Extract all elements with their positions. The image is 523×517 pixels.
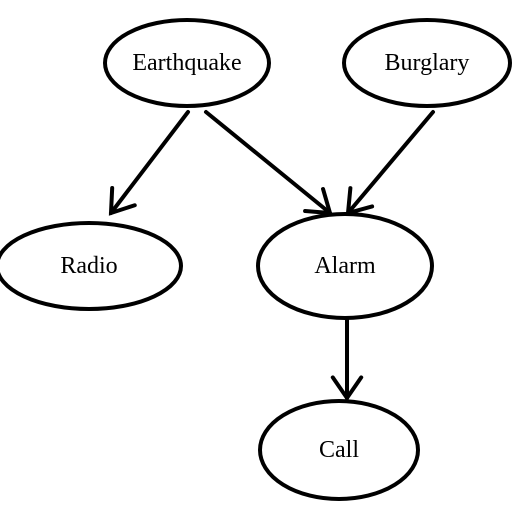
arrowhead-icon xyxy=(330,375,364,402)
edge-alarm-to-call xyxy=(330,316,364,402)
node-ellipse xyxy=(258,399,420,501)
node-alarm: Alarm xyxy=(256,212,434,320)
edge-earthquake-to-alarm xyxy=(204,110,333,216)
node-ellipse xyxy=(256,212,434,320)
node-radio: Radio xyxy=(0,221,183,311)
node-earthquake: Earthquake xyxy=(103,18,271,108)
node-label: Earthquake xyxy=(132,50,241,76)
edge-line xyxy=(109,110,190,215)
node-ellipse xyxy=(0,221,183,311)
node-label: Call xyxy=(319,437,359,463)
node-ellipse xyxy=(342,18,512,108)
node-burglary: Burglary xyxy=(342,18,512,108)
edge-earthquake-to-radio xyxy=(108,110,190,216)
node-call: Call xyxy=(258,399,420,501)
node-label: Burglary xyxy=(385,50,470,76)
node-label: Alarm xyxy=(314,253,376,279)
edge-burglary-to-alarm xyxy=(345,110,435,216)
edge-line xyxy=(346,110,435,215)
edge-line xyxy=(204,110,332,215)
node-ellipse xyxy=(103,18,271,108)
node-label: Radio xyxy=(60,253,117,279)
arrowhead-icon xyxy=(108,186,137,216)
